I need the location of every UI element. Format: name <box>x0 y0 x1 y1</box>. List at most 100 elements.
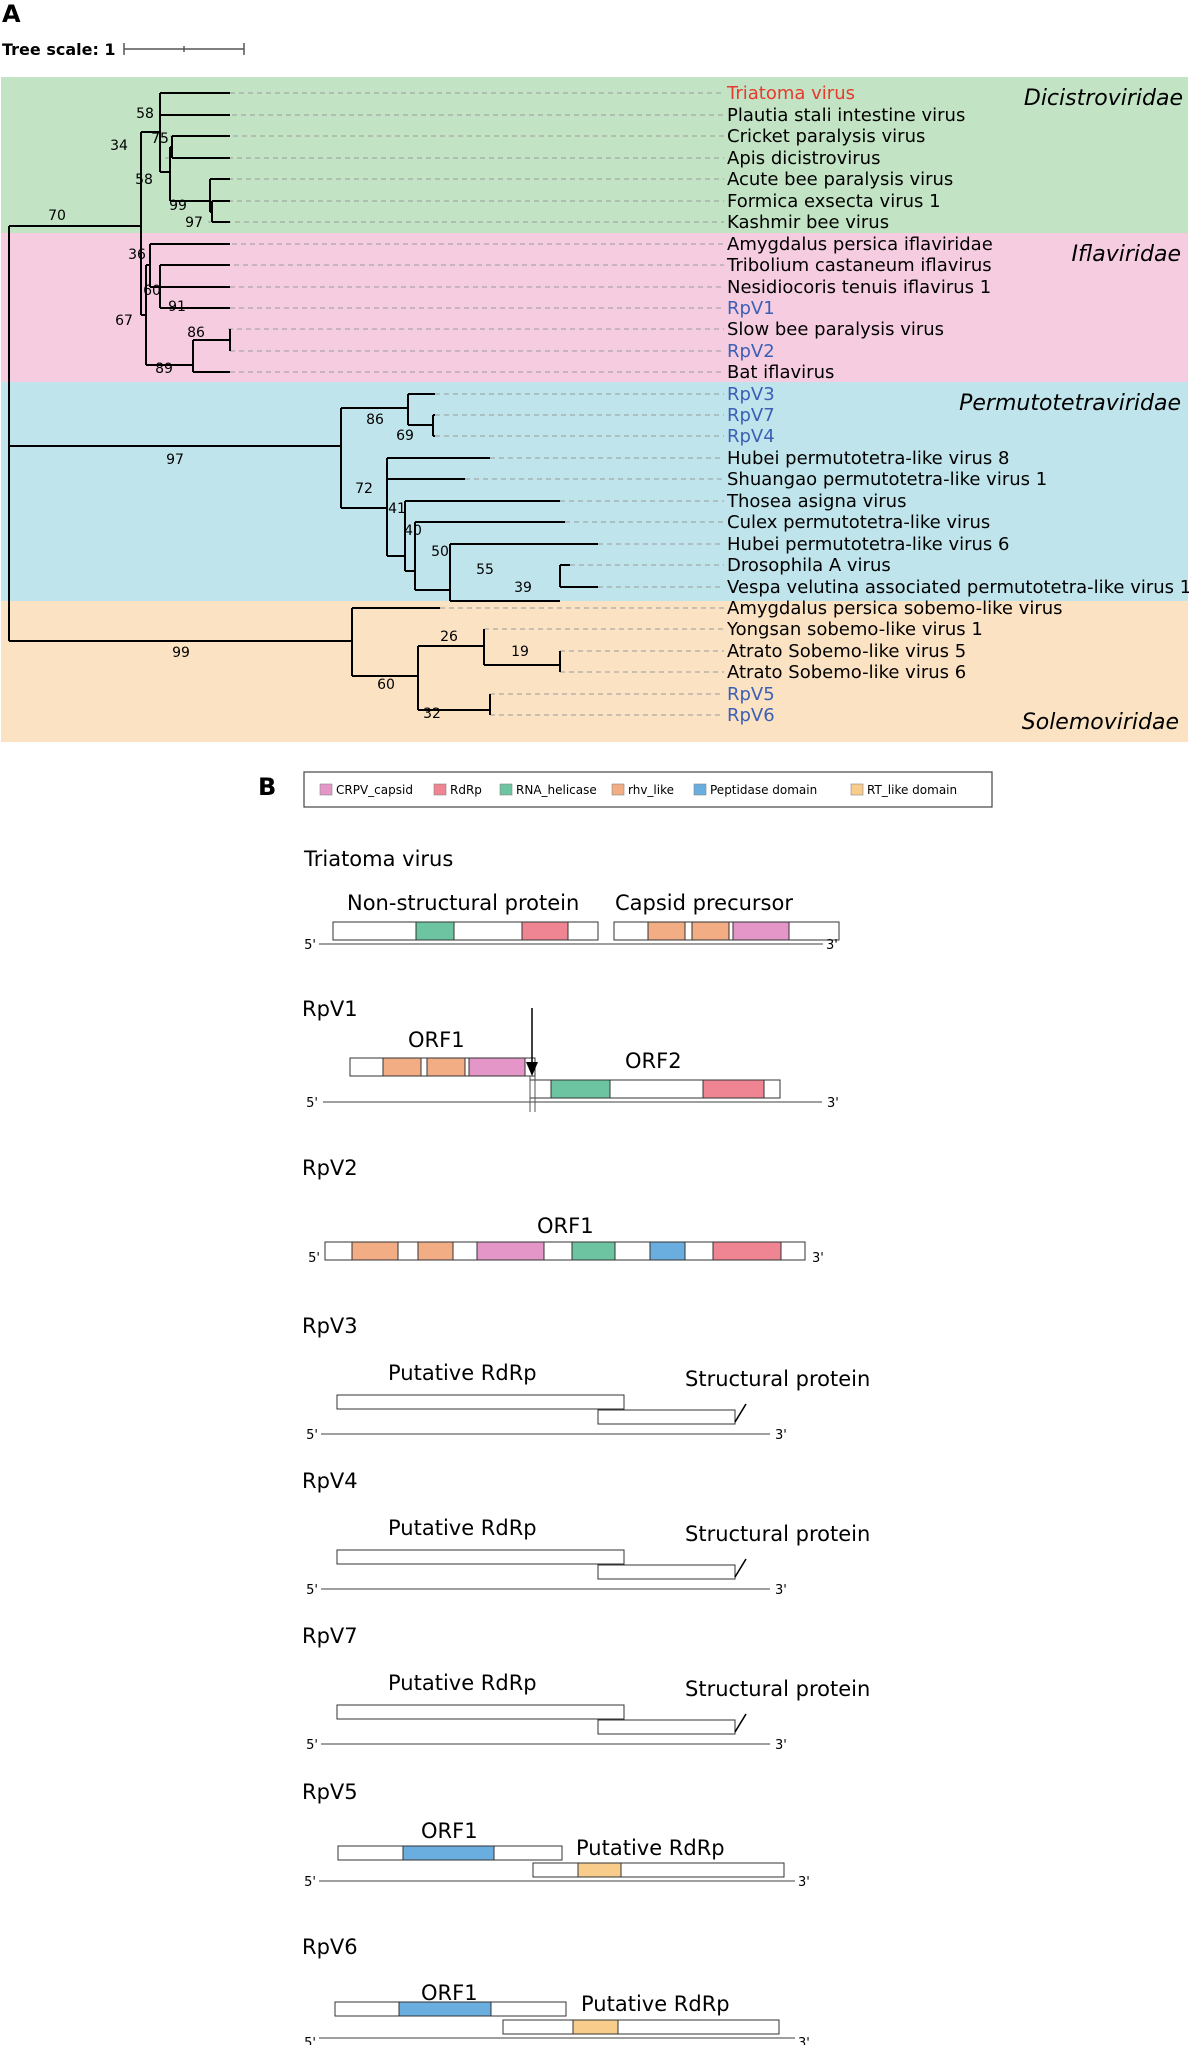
three-prime-label: 3' <box>775 1583 787 1598</box>
genome-title-rpv5: RpV5 <box>302 1780 358 1804</box>
domain-rna-helicase <box>550 1079 611 1099</box>
genome-title-rpv4: RpV4 <box>302 1469 358 1493</box>
domain-rt-like-domain <box>577 1862 622 1878</box>
orf-label-non-structural-protein: Non-structural protein <box>347 891 579 915</box>
domain-rna-helicase <box>415 921 455 941</box>
orf-box <box>532 1862 785 1878</box>
legend-label-peptidase-domain: Peptidase domain <box>710 783 817 797</box>
five-prime-label: 5' <box>304 938 316 953</box>
leaf-plautia-stali-intestine-virus: Plautia stali intestine virus <box>727 105 965 126</box>
leaf-bat-iflavirus: Bat iflavirus <box>727 362 834 383</box>
leaf-triatoma-virus: Triatoma virus <box>726 83 855 104</box>
leaf-rpv7: RpV7 <box>727 405 775 426</box>
bootstrap-value: 55 <box>476 562 494 578</box>
bootstrap-value: 58 <box>135 172 153 188</box>
genome-title-rpv3: RpV3 <box>302 1314 358 1338</box>
band-dicistroviridae <box>1 77 1188 233</box>
family-label-iflaviridae: Iflaviridae <box>1072 242 1181 267</box>
orf-label-putative-rdrp: Putative RdRp <box>581 1992 730 2016</box>
bootstrap-value: 40 <box>404 523 422 539</box>
orf-box <box>597 1719 736 1735</box>
legend-swatch-rhv-like <box>611 783 625 796</box>
legend-label-rt-like-domain: RT_like domain <box>867 783 957 797</box>
domain-rhv-like <box>417 1241 454 1261</box>
domain-rdrp <box>712 1241 782 1261</box>
leaf-thosea-asigna-virus: Thosea asigna virus <box>726 491 906 512</box>
leaf-shuangao-permutotetra-like-virus-1: Shuangao permutotetra-like virus 1 <box>727 469 1047 490</box>
tree-branches <box>8 92 598 715</box>
orf-box <box>502 2019 780 2035</box>
legend-swatch-rdrp <box>433 783 447 796</box>
leaf-hubei-permutotetra-like-virus-8: Hubei permutotetra-like virus 8 <box>727 448 1009 469</box>
orf-box <box>336 1549 625 1565</box>
orf-label-orf1: ORF1 <box>421 1981 478 2005</box>
structural-protein-pointer <box>734 1403 747 1423</box>
leaf-hubei-permutotetra-like-virus-6: Hubei permutotetra-like virus 6 <box>727 534 1009 555</box>
leaf-kashmir-bee-virus: Kashmir bee virus <box>727 212 889 233</box>
leaf-yongsan-sobemo-like-virus-1: Yongsan sobemo-like virus 1 <box>726 619 983 640</box>
bootstrap-value: 86 <box>187 325 205 341</box>
five-prime-label: 5' <box>304 2036 316 2045</box>
genome-title-triatoma-virus: Triatoma virus <box>303 847 453 871</box>
structural-protein-pointer <box>734 1558 747 1578</box>
bootstrap-value: 34 <box>110 138 128 154</box>
orf-label-putative-rdrp: Putative RdRp <box>576 1836 725 1860</box>
domain-crpv-capsid <box>732 921 790 941</box>
legend-label-rna-helicase: RNA_helicase <box>516 783 597 797</box>
bootstrap-value: 97 <box>166 452 184 468</box>
bootstrap-value: 67 <box>115 313 133 329</box>
leaf-amygdalus-persica-sobemo-like-virus: Amygdalus persica sobemo-like virus <box>727 598 1063 619</box>
legend-label-crpv-capsid: CRPV_capsid <box>336 783 413 797</box>
legend-swatch-peptidase-domain <box>693 783 707 796</box>
leaf-atrato-sobemo-like-virus-5: Atrato Sobemo-like virus 5 <box>727 641 966 662</box>
three-prime-label: 3' <box>775 1428 787 1443</box>
leaf-drosophila-a-virus: Drosophila A virus <box>727 555 891 576</box>
domain-rna-helicase <box>571 1241 616 1261</box>
bootstrap-value: 70 <box>48 208 66 224</box>
leaf-slow-bee-paralysis-virus: Slow bee paralysis virus <box>727 319 944 340</box>
leaf-cricket-paralysis-virus: Cricket paralysis virus <box>727 126 925 147</box>
three-prime-label: 3' <box>775 1738 787 1753</box>
genome-title-rpv1: RpV1 <box>302 997 358 1021</box>
legend-box <box>303 771 993 808</box>
orf-box <box>336 1394 625 1410</box>
bootstrap-value: 75 <box>151 131 169 147</box>
tree-scale-label: Tree scale: 1 <box>2 40 116 59</box>
orf-label-structural-protein: Structural protein <box>685 1677 870 1701</box>
domain-rhv-like <box>382 1057 422 1077</box>
three-prime-label: 3' <box>827 1096 839 1111</box>
domain-rt-like-domain <box>572 2019 619 2035</box>
bootstrap-value: 97 <box>185 215 203 231</box>
leaf-rpv5: RpV5 <box>727 684 775 705</box>
bootstrap-value: 26 <box>440 629 458 645</box>
domain-peptidase-domain <box>398 2001 492 2017</box>
orf-box <box>336 1704 625 1720</box>
domain-peptidase-domain <box>649 1241 686 1261</box>
legend-swatch-rt-like-domain <box>850 783 864 796</box>
bootstrap-value: 60 <box>143 283 161 299</box>
orf-label-orf1: ORF1 <box>408 1028 465 1052</box>
orf-box <box>597 1409 736 1425</box>
orf-label-putative-rdrp: Putative RdRp <box>388 1516 537 1540</box>
domain-rhv-like <box>351 1241 399 1261</box>
genome-title-rpv7: RpV7 <box>302 1624 358 1648</box>
orf-label-structural-protein: Structural protein <box>685 1367 870 1391</box>
five-prime-label: 5' <box>306 1583 318 1598</box>
three-prime-label: 3' <box>798 2036 810 2045</box>
bootstrap-value: 36 <box>128 247 146 263</box>
bootstrap-value: 19 <box>511 644 529 660</box>
leaf-rpv3: RpV3 <box>727 384 775 405</box>
legend-swatch-crpv-capsid <box>319 783 333 796</box>
orf-label-putative-rdrp: Putative RdRp <box>388 1361 537 1385</box>
domain-crpv-capsid <box>476 1241 545 1261</box>
orf-label-orf2: ORF2 <box>625 1049 682 1073</box>
leaf-nesidiocoris-tenuis-iflavirus-1: Nesidiocoris tenuis iflavirus 1 <box>727 277 991 298</box>
family-bands <box>1 77 1188 742</box>
orf-label-orf1: ORF1 <box>537 1214 594 1238</box>
family-label-dicistroviridae: Dicistroviridae <box>1024 86 1183 111</box>
bootstrap-value: 60 <box>377 677 395 693</box>
legend-label-rhv-like: rhv_like <box>628 783 674 797</box>
domain-peptidase-domain <box>402 1845 495 1861</box>
